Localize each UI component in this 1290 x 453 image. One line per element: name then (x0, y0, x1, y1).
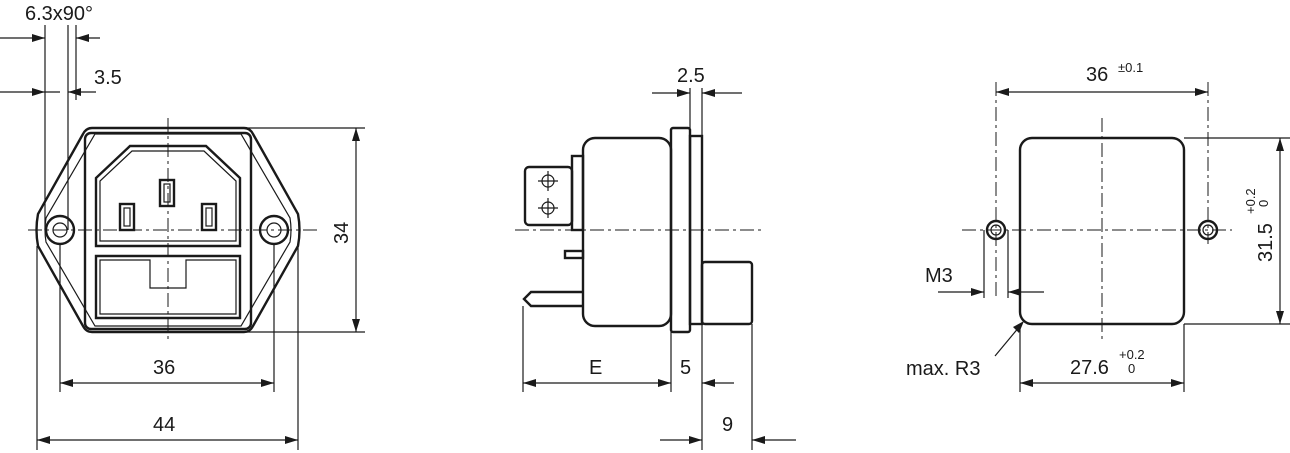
dim-cutout-width-label: 27.6 (1070, 357, 1109, 379)
dim-overall-width-label: 44 (153, 414, 175, 436)
fuse-drawer-inner (99, 259, 237, 315)
side-view: 2.5 E 5 9 (515, 65, 796, 450)
iec-socket-inner (99, 150, 237, 242)
dim-thread-label: M3 (925, 265, 953, 287)
front-view: 6.3x90° 3.5 34 36 44 (0, 3, 365, 450)
dim-cutout-height-tol-upper: +0.2 (1243, 188, 1258, 214)
neutral-pin-slot-inner (205, 207, 213, 227)
dim-cutout-width-tol-upper: +0.2 (1119, 347, 1145, 362)
dim-cutout-width-tol-lower: 0 (1128, 361, 1135, 376)
dim-tab-width-label: 6.3x90° (25, 3, 93, 25)
dim-front-depth-label: 5 (680, 357, 691, 379)
rear-body-step (570, 154, 585, 232)
dim-cutout-hole-spacing-label: 36 (1086, 64, 1108, 86)
rear-body (581, 136, 673, 328)
dim-height-label: 34 (331, 222, 353, 244)
dim-bezel-label: 9 (722, 414, 733, 436)
dim-cutout-height-tol-lower: 0 (1256, 200, 1271, 207)
dim-pin-offset-label: 3.5 (94, 67, 122, 89)
solder-terminal-lower (522, 290, 583, 308)
dim-body-depth-label: E (589, 357, 602, 379)
cutout-view: 36 ±0.1 31.5 +0.2 0 M3 max. R3 27.6 +0.2… (906, 60, 1290, 392)
iec-socket-outline (94, 144, 242, 248)
fuse-holder-protrusion (700, 260, 754, 326)
dim-hole-spacing-label: 36 (153, 357, 175, 379)
live-pin-slot-inner (123, 207, 131, 227)
dim-cutout-height-label: 31.5 (1255, 223, 1277, 262)
live-pin-slot (118, 202, 136, 232)
dim-flange-label: 2.5 (677, 65, 705, 87)
solder-terminal-pin (563, 249, 585, 260)
front-flange-outline (35, 126, 301, 334)
dim-cutout-hole-spacing-tol: ±0.1 (1118, 60, 1143, 75)
earth-pin-slot (158, 178, 176, 208)
dim-corner-radius-label: max. R3 (906, 358, 980, 380)
solder-terminal-upper (523, 165, 574, 227)
fuse-drawer-outline (94, 254, 242, 320)
earth-pin-slot-inner (163, 183, 171, 203)
